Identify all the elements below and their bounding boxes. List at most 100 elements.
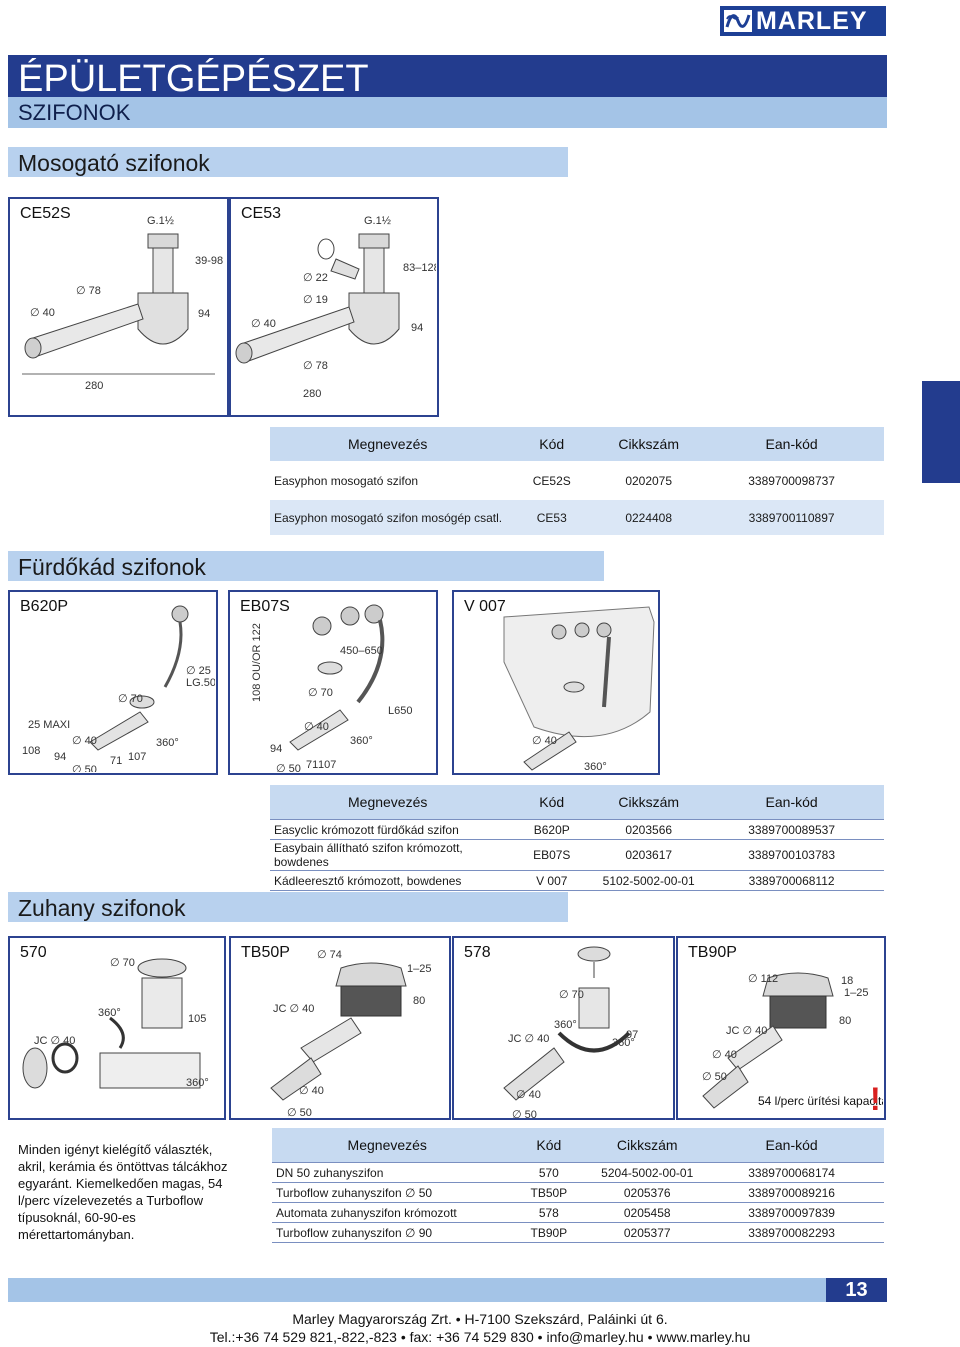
svg-text:JC ∅ 40: JC ∅ 40 [726,1025,767,1037]
image-label: 570 [20,944,47,961]
svg-text:450–650: 450–650 [340,645,383,657]
svg-text:∅ 40: ∅ 40 [72,735,97,747]
image-tb50p: TB50P ∅ 74 1–25 80 JC ∅ 40 ∅ 40 ∅ 50 [229,936,451,1120]
col-ean: Ean-kód [699,427,884,462]
section-title-sink: Mosogató szifonok [8,147,568,177]
svg-text:∅ 19: ∅ 19 [303,294,328,306]
col-article: Cikkszám [598,427,700,462]
svg-text:JC ∅ 40: JC ∅ 40 [273,1003,314,1015]
svg-text:∅ 40: ∅ 40 [251,318,276,330]
svg-text:∅ 40: ∅ 40 [304,721,329,733]
capacity-note: 54 l/perc ürítési kapacitás! [758,1094,883,1108]
sink-product-table: Megnevezés Kód Cikkszám Ean-kód Easyphon… [270,427,884,535]
image-label: EB07S [240,598,290,615]
image-eb07s: EB07S 450–650 ∅ 70 L650 108 OU/OR 122 ∅ … [228,590,438,775]
svg-text:1–25: 1–25 [407,963,431,975]
svg-text:∅ 40: ∅ 40 [299,1085,324,1097]
svg-text:∅ 50: ∅ 50 [72,764,97,772]
svg-text:1–25: 1–25 [844,987,868,999]
svg-text:G.1½: G.1½ [147,215,174,227]
svg-text:∅ 70: ∅ 70 [308,687,333,699]
svg-text:∅ 50: ∅ 50 [287,1107,312,1118]
section-title-shower: Zuhany szifonok [8,892,568,922]
col-ean: Ean-kód [699,1128,884,1163]
svg-text:∅ 50: ∅ 50 [276,763,301,772]
image-b620p: B620P ∅ 25 LG.500 ∅ 70 25 MAXI ∅ 40 94 1… [8,590,218,775]
page-number: 13 [826,1278,887,1302]
table-row: Easybain állítható szifon krómozott, bow… [270,839,884,871]
footer-address: Marley Magyarország Zrt. • H-7100 Szeksz… [292,1311,668,1327]
col-name: Megnevezés [272,1128,503,1163]
marley-logo: MARLEY [720,6,886,36]
svg-text:JC ∅ 40: JC ∅ 40 [34,1035,75,1047]
svg-text:360°: 360° [612,1037,635,1049]
svg-text:360°: 360° [98,1007,121,1019]
svg-text:108: 108 [22,745,40,757]
svg-text:∅ 74: ∅ 74 [317,949,342,961]
svg-text:94: 94 [54,751,66,763]
svg-text:L650: L650 [388,705,412,717]
svg-text:360°: 360° [350,735,373,747]
marley-wave-icon [720,6,756,36]
image-tb90p: TB90P ∅ 112 18 1–25 80 JC ∅ 40 ∅ 40 ∅ 50… [676,936,886,1120]
footer-contact: Tel.:+36 74 529 821,-822,-823 • fax: +36… [209,1329,751,1345]
image-label: CE52S [20,205,71,222]
svg-text:∅ 40: ∅ 40 [30,307,55,319]
table-row: Easyphon mosogató szifon mosógép csatl.C… [270,498,884,535]
col-code: Kód [505,427,599,462]
svg-text:25 MAXI: 25 MAXI [28,719,70,731]
image-label: CE53 [241,205,282,222]
svg-text:G.1½: G.1½ [364,215,391,227]
svg-text:∅ 50: ∅ 50 [512,1109,537,1118]
svg-text:JC ∅ 40: JC ∅ 40 [508,1033,549,1045]
svg-text:71: 71 [110,755,122,767]
svg-text:80: 80 [413,995,425,1007]
image-label: 578 [464,944,491,961]
svg-text:360°: 360° [554,1019,577,1031]
svg-text:360°: 360° [584,761,607,772]
svg-text:94: 94 [270,743,282,755]
svg-text:∅ 22: ∅ 22 [303,272,328,284]
image-label: TB50P [241,944,290,961]
svg-text:105: 105 [188,1013,206,1025]
svg-text:∅ 50: ∅ 50 [702,1071,727,1083]
footer-bar [8,1278,887,1302]
svg-text:71: 71 [306,759,318,771]
alert-icon: ! [870,1081,881,1117]
svg-text:LG.500: LG.500 [186,677,215,689]
section-title-bath: Fürdőkád szifonok [8,551,604,581]
page-subtitle: SZIFONOK [8,97,887,128]
svg-text:∅ 40: ∅ 40 [712,1049,737,1061]
svg-text:360°: 360° [156,737,179,749]
svg-text:94: 94 [411,322,423,334]
col-name: Megnevezés [270,785,506,820]
svg-text:∅ 78: ∅ 78 [76,285,101,297]
image-570: 570 ∅ 70 360° 105 JC ∅ 40 360° [8,936,226,1120]
image-label: B620P [20,598,69,615]
col-name: Megnevezés [270,427,506,462]
svg-text:97: 97 [626,1029,638,1041]
svg-text:39-98: 39-98 [195,255,223,267]
col-code: Kód [502,1128,596,1163]
image-v007: V 007 ∅ 40 360° [452,590,660,775]
svg-text:∅ 40: ∅ 40 [532,735,557,747]
svg-text:18: 18 [841,975,853,987]
svg-text:280: 280 [303,388,321,400]
svg-text:∅ 70: ∅ 70 [559,989,584,1001]
image-ce52s: CE52S G.1½ ∅ 78 ∅ 40 39-98 94 280 [8,197,229,417]
shower-product-table: Megnevezés Kód Cikkszám Ean-kód DN 50 zu… [272,1128,884,1243]
svg-text:∅ 40: ∅ 40 [516,1089,541,1101]
col-ean: Ean-kód [699,785,884,820]
image-label: V 007 [464,598,506,615]
image-ce53: CE53 G.1½ ∅ 22 ∅ 19 ∅ 40 ∅ 78 83–128 94 … [229,197,439,417]
page-title: ÉPÜLETGÉPÉSZET [8,55,887,100]
brand-name: MARLEY [756,6,868,35]
sink-siphon-drawing: G.1½ ∅ 22 ∅ 19 ∅ 40 ∅ 78 83–128 94 280 [235,215,436,400]
